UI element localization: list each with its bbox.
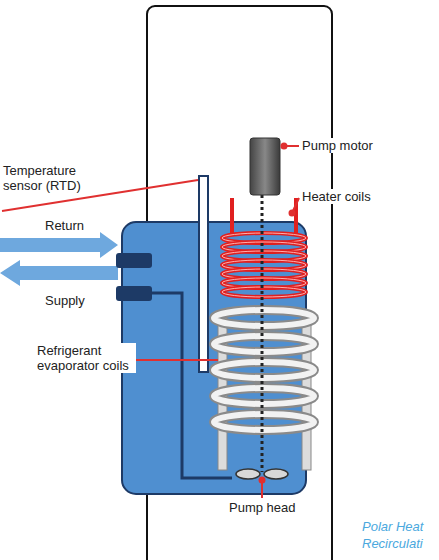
evaporator-coils: [214, 310, 314, 470]
return-label: Return: [44, 218, 85, 233]
return-port: [116, 253, 152, 268]
heater-coils: [222, 198, 306, 297]
pump-impeller: [264, 469, 288, 479]
supply-arrow: [0, 260, 118, 286]
heater-label: Heater coils: [301, 189, 372, 204]
supply-port: [116, 286, 152, 301]
pump-impeller: [236, 469, 260, 479]
leader-lines: [2, 144, 299, 499]
return-arrow: [0, 232, 118, 258]
pump-shaft: [261, 195, 264, 472]
motor-label: Pump motor: [301, 138, 374, 153]
temperature-sensor: [199, 176, 208, 372]
pump-motor: [250, 138, 280, 195]
caption: Polar Heat Recirculati: [362, 518, 436, 552]
sensor-label: Temperature sensor (RTD): [2, 163, 88, 193]
supply-label: Supply: [44, 293, 86, 308]
pump-head-label: Pump head: [228, 500, 297, 515]
evaporator-label: Refrigerant evaporator coils: [36, 343, 136, 373]
